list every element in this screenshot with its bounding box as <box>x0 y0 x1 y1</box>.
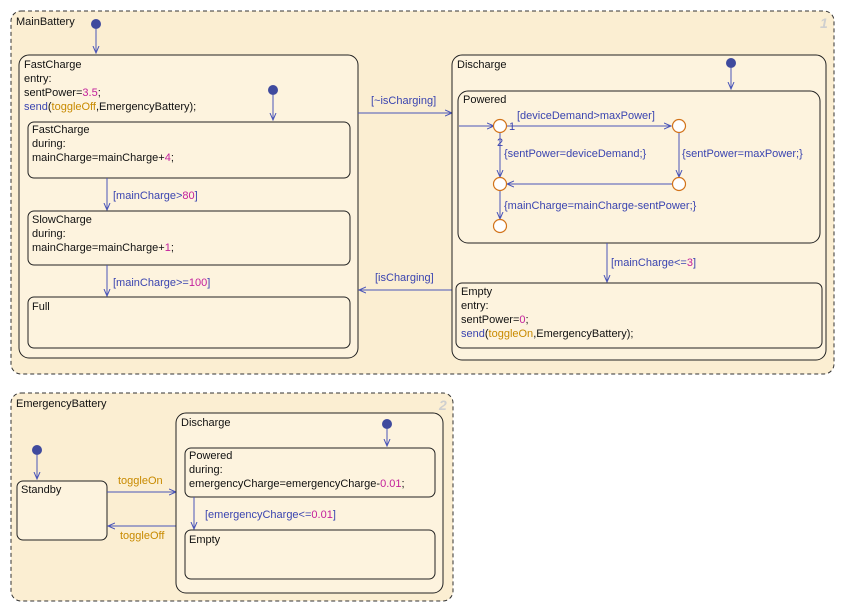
transition-sent-max-label: {sentPower=maxPower;} <box>682 148 803 160</box>
junction-order-1: 1 <box>509 121 515 133</box>
slowcharge-state[interactable]: SlowCharge during: mainCharge=mainCharge… <box>27 210 351 266</box>
slowcharge-label: SlowCharge <box>32 214 92 226</box>
powered-label: Powered <box>463 94 506 106</box>
fastcharge-child-state[interactable]: FastCharge during: mainCharge=mainCharge… <box>27 121 351 179</box>
transition-not-charging-label: [~isCharging] <box>371 95 436 107</box>
empty-send-action: send(toggleOn,EmergencyBattery); <box>461 328 633 340</box>
standby-default-dot <box>32 445 42 455</box>
fastcharge-inner-default-dot <box>268 85 278 95</box>
slowcharge-action: mainCharge=mainCharge+1; <box>32 242 174 254</box>
transition-fast-to-slow-label: [mainCharge>80] <box>113 190 198 202</box>
emergency-battery-order: 2 <box>438 397 447 413</box>
emergency-powered-state[interactable]: Powered during: emergencyCharge=emergenc… <box>184 447 436 498</box>
emergency-powered-action: emergencyCharge=emergencyCharge-0.01; <box>189 478 405 490</box>
fastcharge-parent-label: FastCharge <box>24 59 81 71</box>
junction-4[interactable] <box>671 176 687 192</box>
transition-toggle-off-label: toggleOff <box>120 530 165 542</box>
emergency-empty-state[interactable]: Empty <box>184 529 436 580</box>
slowcharge-during: during: <box>32 228 66 240</box>
standby-state[interactable]: Standby <box>16 480 108 541</box>
transition-emergency-empty-label: [emergencyCharge<=0.01] <box>205 509 336 521</box>
fastcharge-entry-action: sentPower=3.5; <box>24 87 101 99</box>
transition-sent-demand-label: {sentPower=deviceDemand;} <box>504 148 646 160</box>
full-label: Full <box>32 301 50 313</box>
transition-slow-to-full-label: [mainCharge>=100] <box>113 277 210 289</box>
junction-5[interactable] <box>492 218 508 234</box>
main-battery-order: 1 <box>820 15 828 31</box>
emergency-empty-label: Empty <box>189 534 221 546</box>
junction-order-2: 2 <box>497 137 503 149</box>
transition-main-charge-label: {mainCharge=mainCharge-sentPower;} <box>504 200 697 212</box>
emergency-powered-label: Powered <box>189 450 232 462</box>
empty-label: Empty <box>461 286 493 298</box>
transition-demand-label: [deviceDemand>maxPower] <box>517 110 655 122</box>
fastcharge-child-label: FastCharge <box>32 124 89 136</box>
transition-charging-label: [isCharging] <box>375 272 434 284</box>
transition-toggle-on-label: toggleOn <box>118 475 163 487</box>
emergency-discharge-label: Discharge <box>181 417 231 429</box>
junction-2[interactable] <box>671 118 687 134</box>
fastcharge-send-action: send(toggleOff,EmergencyBattery); <box>24 101 196 113</box>
powered-state[interactable]: Powered <box>457 90 821 244</box>
transition-powered-to-empty-label: [mainCharge<=3] <box>611 257 696 269</box>
junction-1[interactable] <box>492 118 508 134</box>
empty-state[interactable]: Empty entry: sentPower=0; send(toggleOn,… <box>455 282 823 349</box>
emergency-discharge-default-dot <box>382 419 392 429</box>
discharge-default-dot <box>726 58 736 68</box>
fastcharge-child-during: during: <box>32 138 66 150</box>
standby-label: Standby <box>21 484 62 496</box>
fastcharge-entry-label: entry: <box>24 73 52 85</box>
default-transition-dot <box>91 19 101 29</box>
empty-entry-action: sentPower=0; <box>461 314 529 326</box>
empty-entry-label: entry: <box>461 300 489 312</box>
junction-3[interactable] <box>492 176 508 192</box>
fastcharge-child-action: mainCharge=mainCharge+4; <box>32 152 174 164</box>
main-battery-label: MainBattery <box>16 16 75 28</box>
discharge-label: Discharge <box>457 59 507 71</box>
emergency-powered-during: during: <box>189 464 223 476</box>
emergency-battery-label: EmergencyBattery <box>16 398 107 410</box>
full-state[interactable]: Full <box>27 296 351 349</box>
